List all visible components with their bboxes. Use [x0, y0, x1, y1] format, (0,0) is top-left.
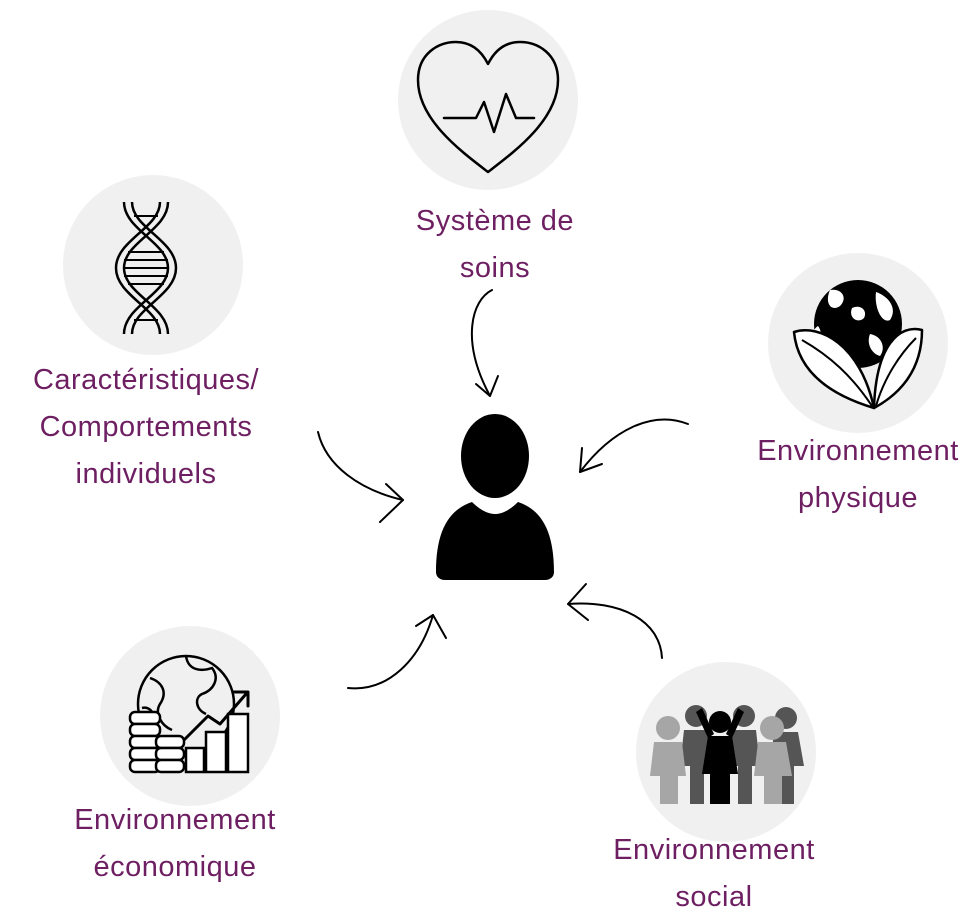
physique-label-line: Environnement	[757, 435, 959, 467]
individuel-label-line: Comportements	[39, 411, 253, 443]
arrow-from-individuel	[317, 431, 404, 523]
economique-label-line: Environnement	[74, 804, 276, 836]
arrow-from-social	[567, 583, 663, 659]
individuel-label-line: individuels	[75, 458, 217, 490]
physique-label: Environnement physique	[735, 428, 978, 522]
heart-pulse-icon	[416, 40, 560, 174]
dna-icon	[114, 201, 178, 335]
soins-circle	[398, 10, 578, 190]
arrow-from-economique	[347, 614, 447, 690]
person-icon	[436, 414, 554, 580]
economique-label: Environnement économique	[50, 797, 300, 891]
arrow-from-physique	[579, 418, 689, 473]
individuel-label: Caractéristiques/ Comportements individu…	[8, 357, 284, 498]
individuel-circle	[63, 175, 243, 355]
physique-label-line: physique	[797, 482, 919, 514]
arrow-from-soins	[470, 289, 499, 397]
individuel-label-line: Caractéristiques/	[32, 364, 260, 396]
globe-growth-coins-icon	[128, 654, 250, 774]
social-label-line: Environnement	[613, 834, 815, 866]
earth-plant-icon	[792, 280, 924, 410]
economique-label-line: économique	[93, 851, 257, 883]
crowd-icon	[650, 705, 804, 804]
soins-label: Système de soins	[370, 198, 620, 292]
soins-label-line: Système de	[415, 205, 575, 237]
soins-label-line: soins	[459, 252, 531, 284]
